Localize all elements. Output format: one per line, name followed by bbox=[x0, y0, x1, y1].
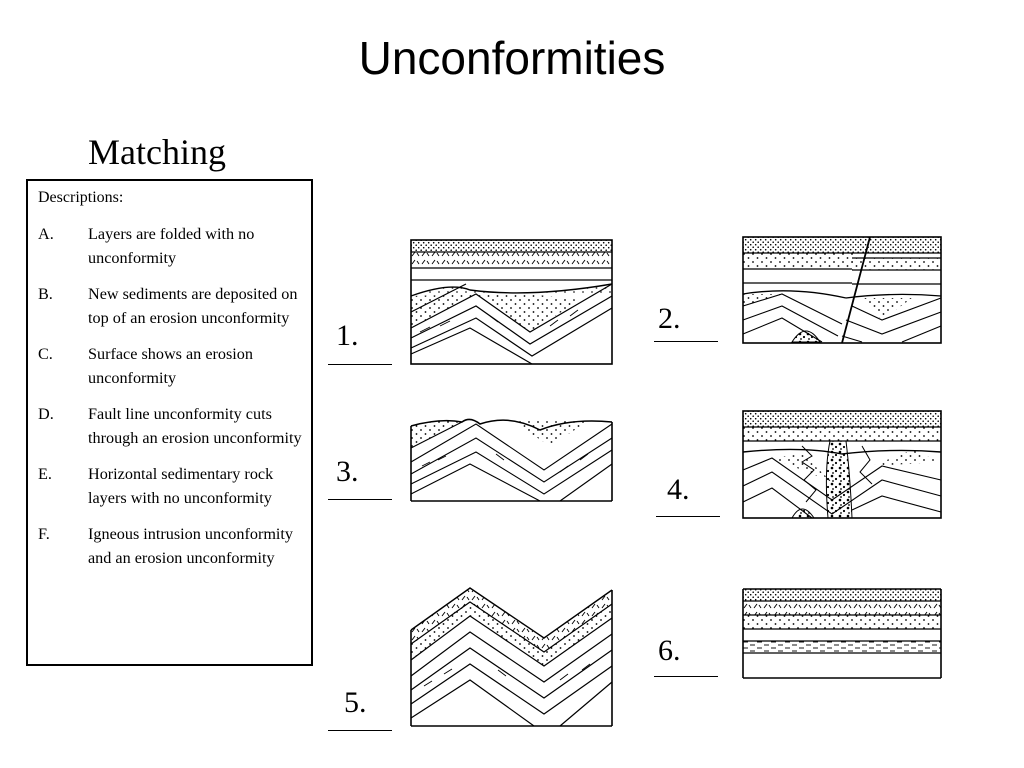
diagram-2 bbox=[742, 236, 942, 344]
description-letter: E. bbox=[38, 465, 52, 483]
description-text: New sediments are deposited on top of an… bbox=[88, 285, 298, 327]
answer-line-5[interactable] bbox=[328, 730, 392, 731]
diagram-number-5: 5. bbox=[344, 686, 367, 719]
description-item-d: D. Fault line unconformity cuts through … bbox=[38, 402, 303, 450]
description-text: Horizontal sedimentary rock layers with … bbox=[88, 465, 274, 507]
diagram-number-1: 1. bbox=[336, 319, 359, 352]
diagram-6 bbox=[742, 588, 942, 679]
description-item-f: F. Igneous intrusion unconformity and an… bbox=[38, 522, 303, 570]
answer-line-2[interactable] bbox=[654, 341, 718, 342]
diagram-3 bbox=[410, 418, 613, 502]
diagram-number-4: 4. bbox=[667, 473, 690, 506]
description-letter: C. bbox=[38, 345, 53, 363]
diagram-1 bbox=[410, 239, 613, 365]
description-text: Fault line unconformity cuts through an … bbox=[88, 405, 302, 447]
diagram-number-6: 6. bbox=[658, 634, 681, 667]
answer-line-3[interactable] bbox=[328, 499, 392, 500]
slide-title: Unconformities bbox=[358, 32, 666, 84]
description-item-a: A. Layers are folded with no unconformit… bbox=[38, 222, 303, 270]
slide-subtitle: Matching bbox=[88, 132, 226, 172]
answer-line-1[interactable] bbox=[328, 364, 392, 365]
description-text: Surface shows an erosion unconformity bbox=[88, 345, 253, 387]
description-item-b: B. New sediments are deposited on top of… bbox=[38, 282, 303, 330]
description-letter: D. bbox=[38, 405, 54, 423]
diagram-4 bbox=[742, 410, 942, 519]
description-letter: F. bbox=[38, 525, 50, 543]
description-item-e: E. Horizontal sedimentary rock layers wi… bbox=[38, 462, 303, 510]
description-letter: A. bbox=[38, 225, 54, 243]
answer-line-4[interactable] bbox=[656, 516, 720, 517]
answer-line-6[interactable] bbox=[654, 676, 718, 677]
descriptions-heading: Descriptions: bbox=[38, 189, 124, 206]
diagram-number-3: 3. bbox=[336, 455, 359, 488]
diagram-number-2: 2. bbox=[658, 302, 681, 335]
description-letter: B. bbox=[38, 285, 53, 303]
diagram-5 bbox=[410, 587, 613, 727]
description-text: Layers are folded with no unconformity bbox=[88, 225, 255, 267]
description-text: Igneous intrusion unconformity and an er… bbox=[88, 525, 294, 567]
descriptions-box: Descriptions: A. Layers are folded with … bbox=[26, 179, 313, 666]
description-item-c: C. Surface shows an erosion unconformity bbox=[38, 342, 303, 390]
